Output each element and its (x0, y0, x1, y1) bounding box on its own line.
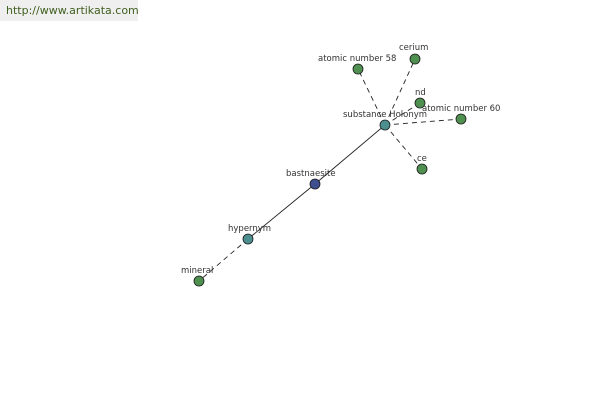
node-atomic-number-58[interactable]: atomic number 58 (318, 54, 396, 75)
node-label-ce: ce (417, 154, 427, 164)
node-cerium[interactable]: cerium (399, 43, 428, 65)
node-nd[interactable]: nd (414, 88, 426, 109)
node-label-cerium: cerium (399, 43, 428, 53)
edge-substance-holonym-to-ce (384, 124, 423, 170)
edge-bastnaesite-to-hypernym (247, 183, 316, 240)
node-substance-holonym[interactable]: substance Holonym (343, 110, 427, 131)
node-label-substance-holonym: substance Holonym (343, 110, 427, 120)
edge-substance-holonym-to-atomic-number-60 (384, 118, 462, 126)
watermark-bar: http://www.artikata.com (0, 0, 139, 21)
node-circle-hypernym[interactable] (242, 233, 254, 245)
node-circle-bastnaesite[interactable] (309, 178, 321, 190)
node-bastnaesite[interactable]: bastnaesite (286, 169, 336, 190)
watermark-url[interactable]: http://www.artikata.com (6, 4, 139, 17)
node-circle-mineral[interactable] (193, 275, 205, 287)
node-hypernym[interactable]: hypernym (228, 224, 271, 245)
node-circle-cerium[interactable] (409, 53, 421, 65)
node-ce[interactable]: ce (416, 154, 428, 175)
edge-bastnaesite-to-substance-holonym (314, 124, 386, 185)
node-label-nd: nd (415, 88, 426, 98)
node-atomic-number-60[interactable]: atomic number 60 (422, 104, 500, 125)
node-label-atomic-number-58: atomic number 58 (318, 54, 396, 64)
node-circle-nd[interactable] (414, 97, 426, 109)
edge-hypernym-to-mineral (198, 238, 249, 282)
graph-edges (198, 58, 462, 282)
node-label-atomic-number-60: atomic number 60 (422, 104, 500, 114)
edge-substance-holonym-to-cerium (384, 58, 416, 126)
node-circle-atomic-number-60[interactable] (455, 113, 467, 125)
node-circle-substance-holonym[interactable] (379, 119, 391, 131)
node-circle-atomic-number-58[interactable] (352, 63, 364, 75)
edge-substance-holonym-to-atomic-number-58 (357, 68, 386, 126)
node-label-bastnaesite: bastnaesite (286, 169, 336, 179)
node-label-mineral: mineral (181, 266, 213, 276)
edge-substance-holonym-to-nd (384, 102, 421, 126)
node-circle-ce[interactable] (416, 163, 428, 175)
node-label-hypernym: hypernym (228, 224, 271, 234)
node-mineral[interactable]: mineral (181, 266, 213, 287)
